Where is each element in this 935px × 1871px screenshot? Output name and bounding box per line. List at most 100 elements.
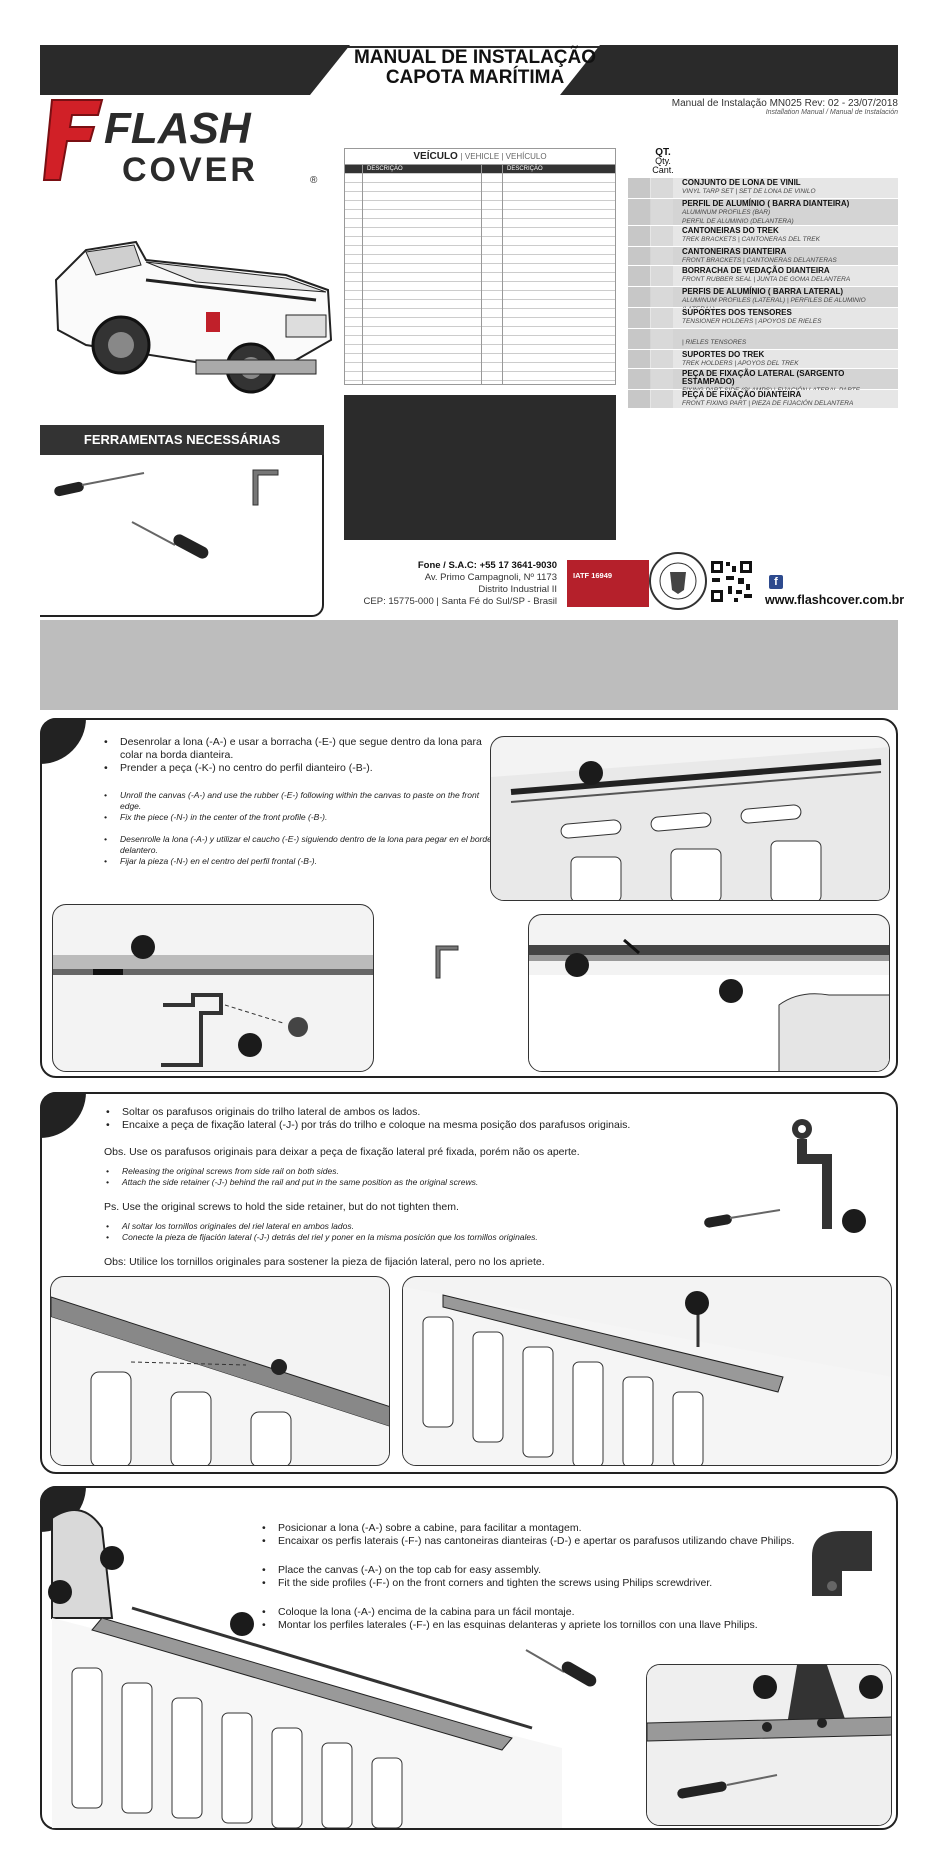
step-2-en-item: Attach the side retainer (-J-) behind th… bbox=[104, 1177, 684, 1188]
manual-reference: Manual de Instalação MN025 Rev: 02 - 23/… bbox=[640, 98, 898, 116]
step-1-number bbox=[40, 718, 86, 764]
vehicle-image-placeholder bbox=[344, 395, 616, 540]
part-code-cell bbox=[651, 390, 673, 408]
contact-address-1: Av. Primo Campagnoli, Nº 1173 bbox=[424, 572, 557, 583]
title-banner bbox=[40, 45, 898, 95]
part-name: SUPORTES DOS TENSORES bbox=[682, 308, 792, 317]
step-3-en-item: Fit the side profiles (-F-) on the front… bbox=[260, 1577, 820, 1590]
part-name: CANTONEIRAS DIANTEIRA bbox=[682, 247, 787, 256]
iatf-badge: IATF 16949 bbox=[567, 560, 649, 607]
vehicle-table-row bbox=[345, 228, 615, 237]
vehicle-table-subtitle: | VEHICLE | VEHÍCULO bbox=[460, 152, 547, 161]
parts-list-row: PERFIS DE ALUMÍNIO ( BARRA LATERAL)ALUMI… bbox=[628, 287, 898, 313]
vehicle-table-column-header: DESCRIÇÃO DESCRIÇÃO bbox=[345, 165, 615, 174]
part-description: PERFIL DE ALUMÍNIO ( BARRA DIANTEIRA)ALU… bbox=[682, 200, 896, 226]
callout-marker bbox=[565, 953, 589, 977]
quantity-header: QT. Qty. Cant. bbox=[648, 148, 678, 175]
part-qty-cell bbox=[628, 266, 650, 286]
part-qty-cell bbox=[628, 369, 650, 389]
step-2-es-item: Al soltar los tornillos originales del r… bbox=[104, 1221, 684, 1232]
vehicle-table-row bbox=[345, 255, 615, 264]
step-3-es-item: Montar los perfiles laterales (-F-) en l… bbox=[260, 1619, 820, 1632]
callout-marker bbox=[719, 979, 743, 1003]
side-fixing-bracket-icon bbox=[792, 1119, 832, 1229]
vehicle-table: VEÍCULO | VEHICLE | VEHÍCULO DESCRIÇÃO D… bbox=[344, 148, 616, 385]
vehicle-table-row bbox=[345, 237, 615, 246]
contact-address-2: Distrito Industrial II bbox=[478, 584, 557, 595]
vehicle-table-row bbox=[345, 273, 615, 282]
step-1-text-en: Unroll the canvas (-A-) and use the rubb… bbox=[102, 790, 502, 823]
vehicle-table-row bbox=[345, 210, 615, 219]
step-1-text-es: Desenrolle la lona (-A-) y utilizar el c… bbox=[102, 834, 502, 867]
step-3-illustration-corner-detail bbox=[646, 1664, 892, 1826]
step-1-es-item: Desenrolle la lona (-A-) y utilizar el c… bbox=[102, 834, 502, 856]
callout-marker bbox=[48, 1580, 72, 1604]
qr-code-icon[interactable] bbox=[710, 560, 753, 603]
part-name: PEÇA DE FIXAÇÃO LATERAL (SARGENTO ESTAMP… bbox=[682, 369, 845, 386]
part-subtitle: TREK BRACKETS | CANTONERAS DEL TREK bbox=[682, 236, 820, 243]
part-qty-cell bbox=[628, 287, 650, 307]
title-line-1: MANUAL DE INSTALAÇÃO bbox=[353, 47, 597, 68]
part-qty-cell bbox=[628, 199, 650, 225]
callout-marker bbox=[131, 935, 155, 959]
step-1-pt-item: Desenrolar a lona (-A-) e usar a borrach… bbox=[102, 736, 502, 762]
vehicle-table-row bbox=[345, 246, 615, 255]
phillips-screwdriver-icon bbox=[131, 521, 209, 559]
part-code-cell bbox=[651, 178, 673, 198]
facebook-icon[interactable]: f bbox=[769, 575, 783, 589]
pickup-truck-illustration bbox=[54, 240, 333, 394]
part-description: | RIELES TENSORES bbox=[682, 330, 896, 347]
step-2-panel: Soltar os parafusos originais do trilho … bbox=[40, 1092, 898, 1474]
step-1-illustration-front-profile bbox=[52, 904, 374, 1072]
vehicle-table-row bbox=[345, 327, 615, 336]
part-name: CANTONEIRAS DO TREK bbox=[682, 226, 779, 235]
manual-ref-text: Manual de Instalação MN025 Rev: 02 - 23/… bbox=[671, 98, 898, 109]
callout-marker bbox=[842, 1209, 866, 1233]
parts-list-row: | RIELES TENSORES bbox=[628, 329, 898, 349]
logo-word-flash: FLASH bbox=[104, 104, 252, 153]
part-code-cell bbox=[651, 287, 673, 307]
gray-banner bbox=[40, 620, 898, 710]
manual-title: MANUAL DE INSTALAÇÃO CAPOTA MARÍTIMA bbox=[330, 48, 620, 88]
part-name: PERFIL DE ALUMÍNIO ( BARRA DIANTEIRA) bbox=[682, 199, 850, 208]
step-3-pt-item: Encaixar os perfis laterais (-F-) nas ca… bbox=[260, 1535, 820, 1548]
qty-sub-en: Qty. bbox=[655, 156, 671, 166]
part-name: PERFIS DE ALUMÍNIO ( BARRA LATERAL) bbox=[682, 287, 844, 296]
allen-key-icon bbox=[435, 945, 459, 979]
tools-heading: FERRAMENTAS NECESSÁRIAS bbox=[40, 425, 324, 455]
vehicle-table-row bbox=[345, 372, 615, 381]
callout-marker bbox=[100, 1546, 124, 1570]
part-name: SUPORTES DO TREK bbox=[682, 350, 765, 359]
website-link[interactable]: www.flashcover.com.br bbox=[765, 593, 905, 607]
qty-label: QT. bbox=[655, 147, 671, 158]
step-1-illustration-installed-profile bbox=[528, 914, 890, 1072]
step-1-pt-item: Prender a peça (-K-) no centro do perfil… bbox=[102, 762, 502, 775]
part-code-cell bbox=[651, 266, 673, 286]
part-code-cell bbox=[651, 308, 673, 328]
vehicle-table-title: VEÍCULO bbox=[413, 151, 458, 162]
vehicle-col1-label: DESCRIÇÃO bbox=[367, 166, 403, 172]
part-code-cell bbox=[651, 247, 673, 265]
part-subtitle: TREK HOLDERS | APOYOS DEL TREK bbox=[682, 360, 799, 367]
step-2-es-item: Conecte la pieza de fijación lateral (-J… bbox=[104, 1232, 684, 1243]
step-1-es-item: Fijar la pieza (-N-) en el centro del pe… bbox=[102, 856, 502, 867]
step-2-obs-pt: Obs. Use os parafusos originais para dei… bbox=[104, 1146, 580, 1158]
callout-marker bbox=[685, 1291, 709, 1315]
bureau-veritas-seal bbox=[649, 552, 707, 610]
vehicle-table-row bbox=[345, 363, 615, 372]
callout-marker bbox=[579, 761, 603, 785]
part-subtitle-2: PERFIL DE ALUMINIO (DELANTERA) bbox=[682, 218, 794, 225]
step-2-illustration-rail-left bbox=[50, 1276, 390, 1466]
vehicle-table-row bbox=[345, 219, 615, 228]
step-2-illustration-rail-right bbox=[402, 1276, 892, 1466]
vehicle-table-grid: DESCRIÇÃO DESCRIÇÃO bbox=[345, 165, 615, 384]
tools-box bbox=[40, 425, 324, 617]
vehicle-table-row bbox=[345, 354, 615, 363]
